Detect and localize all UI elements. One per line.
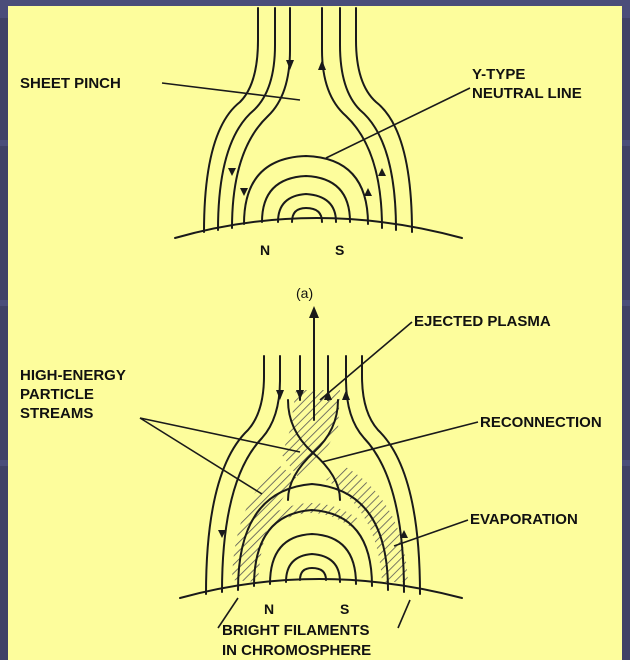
panel-a-caption: (a) bbox=[296, 285, 313, 301]
sheet-pinch-label: SHEET PINCH bbox=[20, 75, 121, 92]
high-energy-label-line2: PARTICLE bbox=[20, 386, 94, 403]
bright-filaments-label-line2: IN CHROMOSPHERE bbox=[222, 642, 371, 659]
bright-filaments-label-line1: BRIGHT FILAMENTS bbox=[222, 622, 370, 639]
panel-a-pole-n: N bbox=[260, 242, 270, 258]
y-type-label-line2: NEUTRAL LINE bbox=[472, 85, 582, 102]
panel-a-pole-s: S bbox=[335, 242, 344, 258]
panel-b-pole-s: S bbox=[340, 601, 349, 617]
reconnection-label: RECONNECTION bbox=[480, 414, 602, 431]
high-energy-label-line1: HIGH-ENERGY bbox=[20, 367, 126, 384]
evaporation-label: EVAPORATION bbox=[470, 511, 578, 528]
ejected-plasma-label: EJECTED PLASMA bbox=[414, 313, 551, 330]
panel-b-pole-n: N bbox=[264, 601, 274, 617]
y-type-label-line1: Y-TYPE bbox=[472, 66, 525, 83]
high-energy-label-line3: STREAMS bbox=[20, 405, 93, 422]
